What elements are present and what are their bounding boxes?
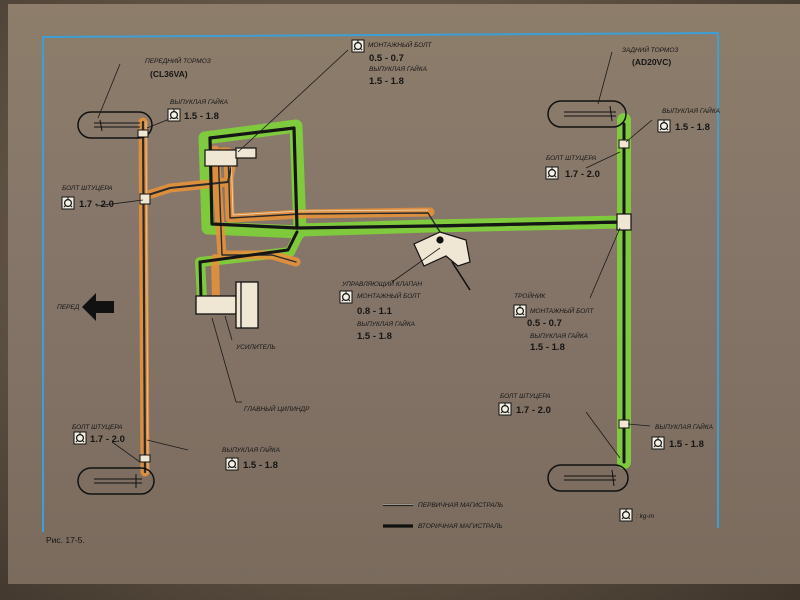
- legend-secondary-label: ВТОРИЧНАЯ МАГИСТРАЛЬ: [418, 523, 503, 530]
- legend-primary-label: ПЕРВИЧНАЯ МАГИСТРАЛЬ: [418, 502, 503, 509]
- torque-wrench-icon: [545, 166, 559, 180]
- rear-right-bottom-brake: [547, 464, 629, 492]
- figure-caption: Рис. 17-5.: [46, 535, 85, 545]
- rear-upper-fitting: [618, 139, 630, 149]
- tee-flare-value: 1.5 - 1.8: [530, 342, 565, 353]
- mount-flare-top-label: ВЫПУКЛАЯ ГАЙКА: [369, 64, 427, 73]
- front-lower-fitting: [139, 454, 151, 463]
- front-lower-union-value: 1.7 - 2.0: [90, 434, 125, 445]
- torque-wrench-icon: [619, 508, 633, 522]
- front-union-bolt-value: 1.7 - 2.0: [79, 199, 114, 210]
- mount-flare-top-value: 1.5 - 1.8: [369, 76, 404, 87]
- legend: ПЕРВИЧНАЯ МАГИСТРАЛЬ ВТОРИЧНАЯ МАГИСТРАЛ…: [383, 502, 503, 530]
- control-valve: [413, 231, 471, 291]
- front-brake-title: ПЕРЕДНИЙ ТОРМОЗ: [145, 56, 211, 65]
- rear-brake-model: (AD20VC): [632, 57, 671, 67]
- tee-label: ТРОЙНИК: [514, 291, 546, 300]
- mount-bolt-top-value: 0.5 - 0.7: [369, 53, 404, 64]
- torque-wrench-icon: [73, 431, 87, 445]
- rear-lower-flare-label: ВЫПУКЛАЯ ГАЙКА: [655, 422, 713, 431]
- front-arrow-label: ПЕРЕД: [57, 304, 80, 311]
- master-cylinder-label: ГЛАВНЫЙ ЦИЛИНДР: [244, 404, 310, 413]
- mount-bracket: [204, 147, 257, 167]
- front-flare-nut-label: ВЫПУКЛАЯ ГАЙКА: [170, 97, 228, 106]
- rear-right-top-brake: [547, 100, 627, 128]
- torque-wrench-icon: [651, 436, 665, 450]
- booster-label: УСИЛИТЕЛЬ: [235, 344, 276, 351]
- torque-wrench-icon: [657, 119, 671, 133]
- front-brake-model: (CL36VA): [150, 69, 188, 79]
- front-lower-union-label: БОЛТ ШТУЦЕРА: [72, 424, 123, 431]
- valve-flare-label: ВЫПУКЛАЯ ГАЙКА: [357, 319, 415, 328]
- torque-wrench-icon: [339, 290, 353, 304]
- tee-mount-label: МОНТАЖНЫЙ БОЛТ: [530, 306, 595, 315]
- mount-bolt-top-label: МОНТАЖНЫЙ БОЛТ: [368, 40, 433, 49]
- front-arrow-icon: [82, 293, 114, 321]
- front-lower-flare-value: 1.5 - 1.8: [243, 460, 278, 471]
- tee-flare-label: ВЫПУКЛАЯ ГАЙКА: [530, 331, 588, 340]
- front-union-bolt-label: БОЛТ ШТУЦЕРА: [62, 185, 113, 192]
- torque-wrench-icon: [167, 108, 181, 122]
- front-upper-fitting: [137, 129, 149, 138]
- tee-mount-value: 0.5 - 0.7: [527, 318, 562, 329]
- valve-flare-value: 1.5 - 1.8: [357, 331, 392, 342]
- front-left-bottom-brake: [77, 467, 155, 495]
- torque-wrench-icon: [61, 196, 75, 210]
- valve-mount-value: 0.8 - 1.1: [357, 306, 393, 317]
- front-flare-nut-value: 1.5 - 1.8: [184, 111, 219, 122]
- rear-top-flare-value: 1.5 - 1.8: [675, 122, 710, 133]
- rear-lower-flare-value: 1.5 - 1.8: [669, 439, 704, 450]
- rear-lower-union-label: БОЛТ ШТУЦЕРА: [500, 393, 551, 400]
- unit-label: : kg-m: [636, 513, 655, 520]
- valve-mount-label: МОНТАЖНЫЙ БОЛТ: [357, 291, 422, 300]
- rear-union-bolt-label: БОЛТ ШТУЦЕРА: [546, 155, 597, 162]
- rear-union-bolt-value: 1.7 - 2.0: [565, 169, 600, 180]
- leader-lines: [95, 49, 653, 463]
- torque-wrench-icon: [513, 304, 527, 318]
- rear-top-flare-label: ВЫПУКЛАЯ ГАЙКА: [662, 106, 720, 115]
- front-left-top-brake: [77, 111, 153, 139]
- frame-top-right-border: [42, 31, 719, 528]
- front-union-fitting: [139, 193, 151, 205]
- tee-connector: [616, 213, 632, 231]
- torque-wrench-icon: [498, 402, 512, 416]
- master-cylinder-booster: [195, 281, 259, 329]
- rear-lower-union-value: 1.7 - 2.0: [516, 405, 551, 416]
- torque-wrench-icon: [225, 457, 239, 471]
- control-valve-label: УПРАВЛЯЮЩИЙ КЛАПАН: [341, 279, 422, 288]
- brake-lines: [141, 120, 626, 474]
- torque-wrench-icon: [351, 39, 365, 53]
- rear-brake-title: ЗАДНИЙ ТОРМОЗ: [622, 45, 678, 54]
- rear-lower-fitting: [618, 419, 630, 429]
- front-lower-flare-label: ВЫПУКЛАЯ ГАЙКА: [222, 445, 280, 454]
